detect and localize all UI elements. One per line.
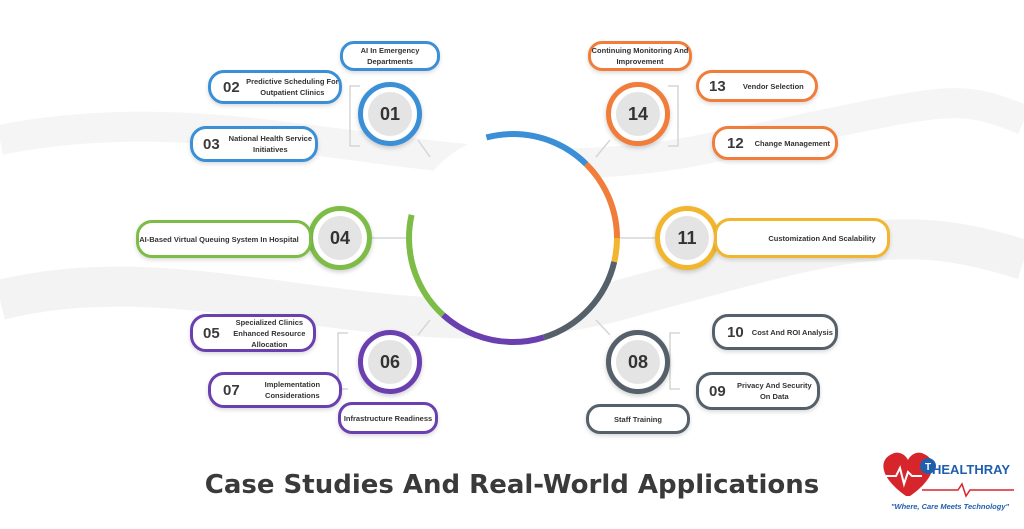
page-title: Case Studies And Real-World Applications	[204, 470, 820, 500]
item-12-number: 12	[727, 134, 744, 152]
item-07-number: 07	[223, 381, 240, 399]
item-05-number: 05	[203, 324, 220, 342]
item-02-label: Predictive Scheduling For Outpatient Cli…	[246, 77, 339, 97]
item-02[interactable]: 02 Predictive Scheduling For Outpatient …	[208, 70, 342, 104]
hub-04[interactable]: 04	[308, 206, 372, 270]
hub-11[interactable]: 11	[655, 206, 719, 270]
logo-brand: HEALTHRAY	[932, 462, 1011, 477]
hub-04-number: 04	[318, 216, 362, 260]
ring-segment-purple	[406, 131, 620, 345]
hub-06-label-text: Infrastructure Readiness	[343, 413, 433, 423]
item-07[interactable]: 07 Implementation Considerations	[208, 372, 342, 408]
hub-14-label-text: Continuing Monitoring And Improvement	[591, 46, 689, 66]
item-10-number: 10	[727, 323, 744, 341]
hub-08-label-text: Staff Training	[614, 414, 662, 424]
item-05-label: Specialized Clinics Enhanced Resource Al…	[233, 317, 306, 349]
hub-06-number: 06	[368, 340, 412, 384]
hub-14[interactable]: 14	[606, 82, 670, 146]
hub-08-number: 08	[616, 340, 660, 384]
hub-14-label: Continuing Monitoring And Improvement	[588, 41, 692, 71]
item-13-label: Vendor Selection	[742, 81, 804, 91]
ring-segment-yellow	[406, 131, 620, 345]
healthray-logo: T HEALTHRAY "Where, Care Meets Technolog…	[878, 446, 1018, 521]
ring-segment-green	[406, 131, 620, 345]
hub-01[interactable]: 01	[358, 82, 422, 146]
hub-01-number: 01	[368, 92, 412, 136]
item-04-label: AI-Based Virtual Queuing System In Hospi…	[139, 234, 299, 244]
item-03-number: 03	[203, 135, 220, 153]
logo-tagline: "Where, Care Meets Technology"	[890, 502, 1010, 511]
item-09-number: 09	[709, 382, 726, 400]
item-10[interactable]: 10 Cost And ROI Analysis	[712, 314, 838, 350]
hub-06[interactable]: 06	[358, 330, 422, 394]
ring-segment-blue	[406, 131, 620, 345]
hub-01-label: AI In Emergency Departments	[340, 41, 440, 71]
item-03-label: National Health Service Initiatives	[228, 134, 313, 154]
hub-01-label-text: AI In Emergency Departments	[360, 46, 420, 66]
item-04[interactable]: AI-Based Virtual Queuing System In Hospi…	[136, 220, 312, 258]
item-11[interactable]: Customization And Scalability	[714, 218, 890, 258]
item-09-label: Privacy And Security On Data	[736, 381, 812, 401]
item-12-label: Change Management	[754, 138, 831, 148]
item-12[interactable]: 12 Change Management	[712, 126, 838, 160]
item-13[interactable]: 13 Vendor Selection	[696, 70, 818, 102]
item-03[interactable]: 03 National Health Service Initiatives	[190, 126, 318, 162]
item-02-number: 02	[223, 78, 240, 96]
item-13-number: 13	[709, 77, 726, 95]
item-05[interactable]: 05 Specialized Clinics Enhanced Resource…	[190, 314, 316, 352]
hub-06-label: Infrastructure Readiness	[338, 402, 438, 434]
hub-08-label: Staff Training	[586, 404, 690, 434]
item-09[interactable]: 09 Privacy And Security On Data	[696, 372, 820, 410]
heart-pulse-icon: T	[883, 452, 1014, 498]
item-07-label: Implementation Considerations	[264, 380, 321, 400]
hub-14-number: 14	[616, 92, 660, 136]
hub-08[interactable]: 08	[606, 330, 670, 394]
hub-11-number: 11	[665, 216, 709, 260]
item-11-label: Customization And Scalability	[768, 233, 876, 243]
svg-text:T: T	[925, 462, 931, 473]
item-10-label: Cost And ROI Analysis	[751, 327, 833, 337]
